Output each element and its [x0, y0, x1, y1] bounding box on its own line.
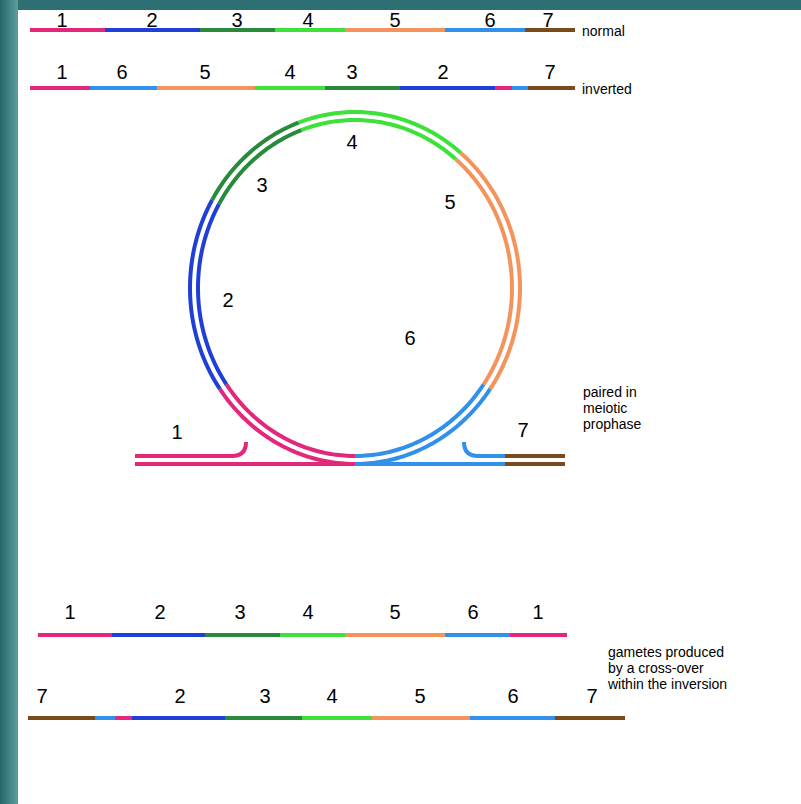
segment-number: 7	[544, 61, 555, 84]
segment-number: 2	[222, 289, 233, 312]
chromosome-segment	[132, 716, 225, 720]
segment-number: 5	[389, 9, 400, 32]
segment-number: 4	[302, 601, 313, 624]
loop-strand	[299, 112, 461, 153]
chromosome-segment	[157, 86, 255, 90]
segment-number: 6	[507, 685, 518, 708]
chromosome-segment	[205, 633, 280, 637]
segment-number: 2	[174, 685, 185, 708]
chromosome-segment	[302, 716, 372, 720]
chromosome-segment	[28, 716, 95, 720]
segment-number: 1	[64, 601, 75, 624]
paired-tail	[505, 462, 565, 466]
loop-strand	[212, 123, 298, 200]
segment-number: 4	[284, 61, 295, 84]
paired-tail	[355, 462, 505, 466]
segment-number: 3	[259, 685, 270, 708]
loop-strand	[219, 130, 301, 204]
segment-number: 6	[404, 327, 415, 350]
segment-number: 3	[234, 601, 245, 624]
segment-number: 7	[517, 419, 528, 442]
segment-number: 3	[231, 9, 242, 32]
loop-strand	[301, 120, 456, 159]
segment-number: 1	[56, 9, 67, 32]
chromosome-segment	[38, 633, 112, 637]
chromosome-segment	[372, 716, 470, 720]
segment-number: 6	[467, 601, 478, 624]
segment-number: 2	[146, 9, 157, 32]
segment-number: 5	[389, 601, 400, 624]
segment-number: 6	[484, 9, 495, 32]
chromosome-segment	[555, 716, 625, 720]
paired-tail	[135, 462, 355, 466]
paired-tail	[135, 442, 246, 456]
segment-number: 7	[542, 9, 553, 32]
chromosome-segment	[470, 716, 555, 720]
segment-number: 2	[437, 61, 448, 84]
caption-note: normal	[582, 23, 625, 39]
loop-strand	[456, 159, 512, 384]
chromosome-segment	[510, 633, 567, 637]
segment-number: 1	[171, 421, 182, 444]
segment-number: 3	[256, 174, 267, 197]
segment-number: 4	[302, 9, 313, 32]
chromosome-segment	[495, 86, 512, 90]
chromosome-segment	[30, 86, 90, 90]
segment-number: 4	[326, 685, 337, 708]
chromosome-segment	[400, 86, 495, 90]
paired-tail	[464, 442, 505, 456]
caption-note: gametes produced by a cross-over within …	[608, 644, 738, 692]
caption-note: paired in meiotic prophase	[583, 384, 661, 432]
inversion-loop	[135, 112, 565, 464]
segment-number: 3	[346, 61, 357, 84]
chromosome-segment	[280, 633, 345, 637]
segment-number: 7	[586, 685, 597, 708]
segment-number: 5	[199, 61, 210, 84]
chromosome-segment	[115, 716, 132, 720]
segment-number: 7	[36, 685, 47, 708]
chromosome-segment	[345, 633, 445, 637]
chromosome-segment	[95, 716, 115, 720]
segment-number: 5	[444, 191, 455, 214]
segment-number: 1	[532, 601, 543, 624]
chromosome-segment	[90, 86, 157, 90]
chromosome-segment	[112, 633, 205, 637]
chromosome-segment	[325, 86, 400, 90]
chromosome-segment	[255, 86, 325, 90]
segment-number: 6	[116, 61, 127, 84]
segment-number: 2	[154, 601, 165, 624]
chromosome-segment	[445, 633, 510, 637]
left-band	[0, 0, 18, 804]
segment-number: 4	[346, 131, 357, 154]
gamete-chromosome	[38, 635, 567, 636]
chromosome-segment	[528, 86, 575, 90]
paired-tail	[505, 454, 565, 458]
segment-number: 5	[414, 685, 425, 708]
loop-strand	[198, 204, 226, 384]
inverted-chromosome	[30, 88, 575, 89]
chromosome-segment	[225, 716, 302, 720]
caption-note: inverted	[582, 81, 632, 97]
segment-number: 1	[56, 61, 67, 84]
chromosome-segment	[512, 86, 528, 90]
gamete-chromosome	[28, 718, 625, 719]
